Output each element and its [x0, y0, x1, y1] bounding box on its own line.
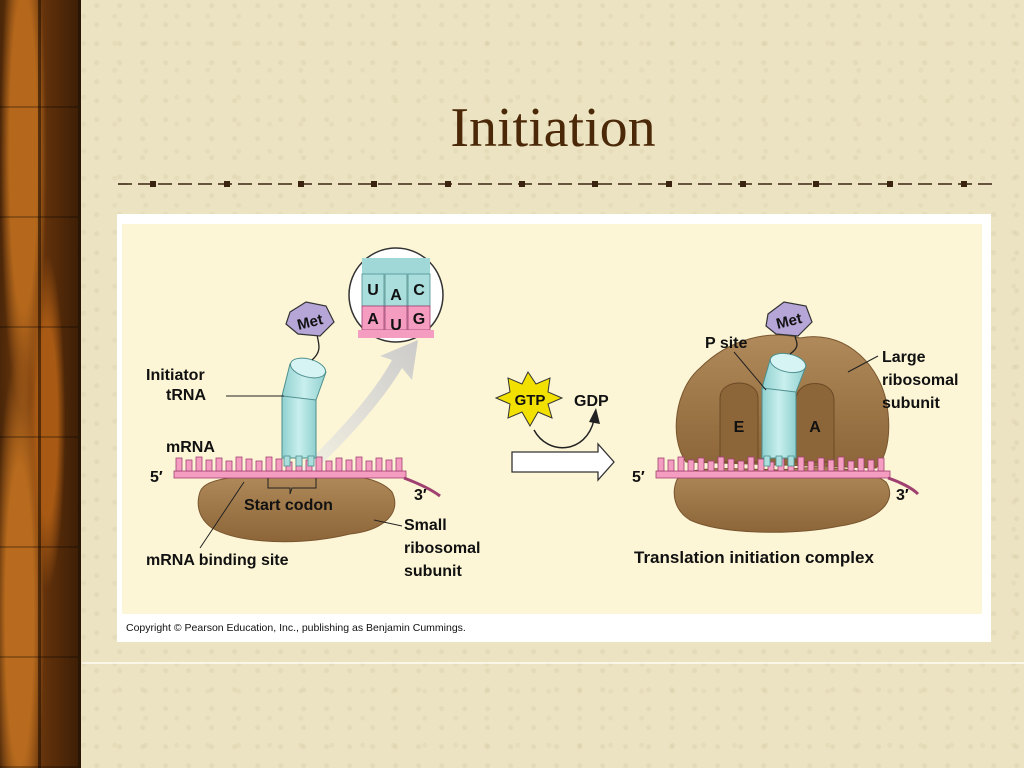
complex-label: Translation initiation complex	[634, 548, 874, 567]
gtp-star	[494, 371, 564, 428]
gtp-label: GTP	[515, 392, 546, 409]
right-initiator-trna	[761, 331, 807, 467]
copyright-notice: Copyright © Pearson Education, Inc., pub…	[126, 622, 466, 634]
decorative-divider	[118, 181, 993, 187]
start-codon-label: Start codon	[244, 497, 333, 514]
anticodon-base-2: A	[390, 287, 402, 304]
large-subunit-line3: subunit	[882, 395, 940, 412]
left-met-label: Met	[296, 311, 325, 334]
initiator-label-line2: tRNA	[166, 387, 206, 404]
left-mrna-label: mRNA	[166, 439, 215, 456]
gdp-label: GDP	[574, 393, 609, 410]
large-subunit-line2: ribosomal	[882, 372, 958, 389]
codon-base-1: A	[367, 311, 379, 328]
p-site-label: P site	[705, 335, 748, 352]
zoom-arrow	[300, 340, 418, 474]
left-five-prime: 5′	[150, 469, 163, 486]
slide-title: Initiation	[450, 97, 656, 159]
right-three-prime: 3′	[896, 487, 909, 504]
small-subunit-line2: ribosomal	[404, 540, 480, 557]
left-initiator-trna	[281, 329, 327, 467]
binding-site-label: mRNA binding site	[146, 552, 289, 569]
right-mrna-strand	[655, 456, 920, 496]
right-met-label: Met	[775, 310, 804, 333]
codon-magnifier	[348, 247, 444, 343]
left-three-prime: 3′	[414, 487, 427, 504]
anticodon-base-1: U	[367, 282, 379, 299]
right-five-prime: 5′	[632, 469, 645, 486]
wood-side-strip	[0, 0, 81, 768]
initiator-label-line1: Initiator	[146, 367, 205, 384]
anticodon-base-3: C	[413, 282, 425, 299]
right-small-subunit	[673, 467, 891, 533]
small-subunit-line3: subunit	[404, 563, 462, 580]
left-met-amino-acid	[285, 301, 335, 337]
e-site-label: E	[734, 419, 745, 436]
a-site-label: A	[809, 419, 821, 436]
codon-base-3: G	[413, 311, 425, 328]
large-subunit-line1: Large	[882, 349, 926, 366]
bottom-rule	[82, 662, 1024, 664]
small-subunit-line1: Small	[404, 517, 447, 534]
right-met-amino-acid	[765, 301, 813, 337]
gtp-to-gdp-arrow	[533, 419, 595, 449]
process-arrow	[511, 442, 615, 482]
codon-base-2: U	[390, 317, 402, 334]
